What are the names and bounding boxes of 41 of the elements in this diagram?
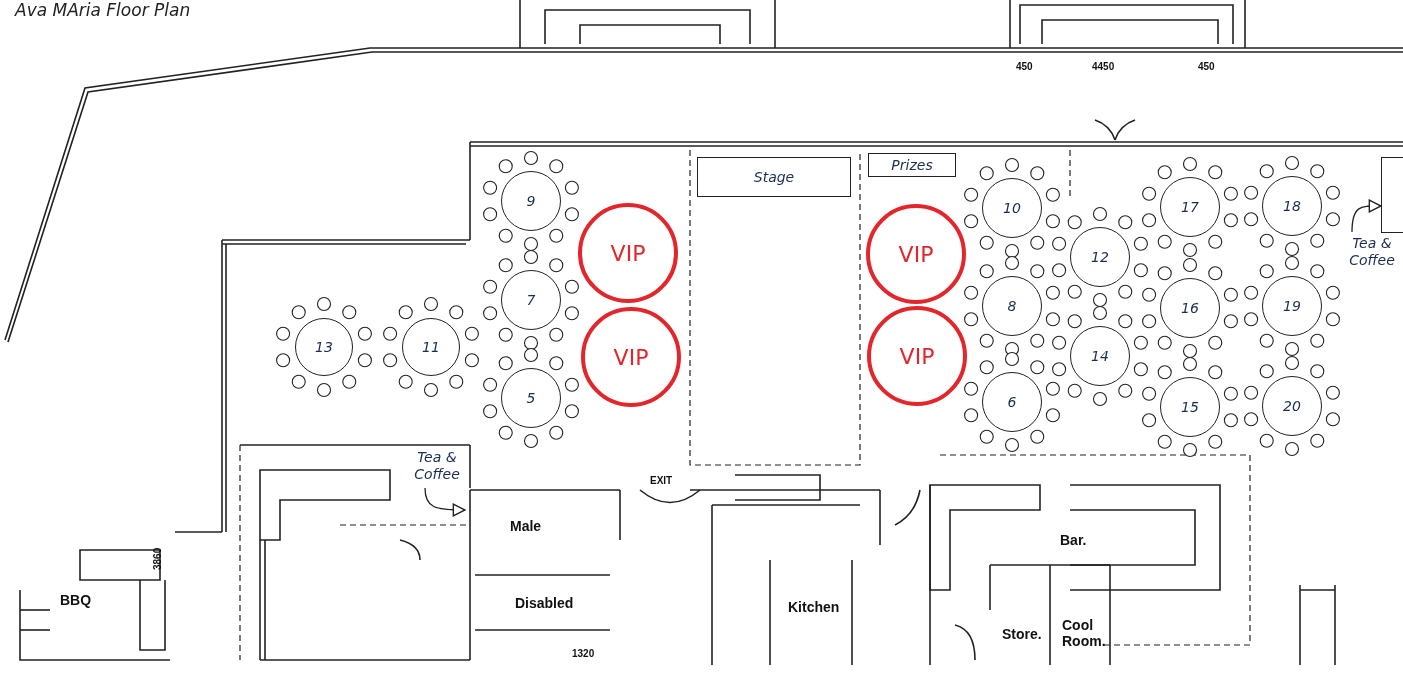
dimension-text: 450 <box>1198 60 1215 74</box>
dimension-text: 4450 <box>1092 60 1115 74</box>
round-table: 7 <box>501 270 561 330</box>
counter-box <box>1381 157 1403 233</box>
room-label: Store. <box>1002 626 1042 642</box>
round-table: 9 <box>501 171 561 231</box>
area-label: Tea & Coffee <box>1339 234 1403 270</box>
round-table: 5 <box>501 368 561 428</box>
round-table: 20 <box>1262 376 1322 436</box>
area-label: Tea & Coffee <box>402 448 472 484</box>
arrow <box>1351 199 1382 233</box>
round-table: 19 <box>1262 276 1322 336</box>
prizes-box: Prizes <box>868 153 956 177</box>
exit-label: EXIT <box>650 474 673 488</box>
round-table: 17 <box>1160 177 1220 237</box>
round-table: 13 <box>295 318 353 376</box>
vip-circle: VIP <box>578 203 678 303</box>
vip-circle: VIP <box>866 204 966 304</box>
round-table: 6 <box>982 372 1042 432</box>
round-table: 10 <box>982 178 1042 238</box>
room-label: Bar. <box>1060 532 1087 548</box>
round-table: 12 <box>1070 227 1130 287</box>
dimension-text: 450 <box>1016 60 1033 74</box>
room-label: Disabled <box>515 595 574 611</box>
room-label: BBQ <box>60 592 92 608</box>
round-table: 18 <box>1262 176 1322 236</box>
round-table: 11 <box>402 318 460 376</box>
round-table: 14 <box>1070 326 1130 386</box>
round-table: 8 <box>982 276 1042 336</box>
round-table: 16 <box>1160 278 1220 338</box>
stage-box: Stage <box>697 157 851 197</box>
dimension-text: 1320 <box>572 647 595 661</box>
room-label: Male <box>510 518 542 534</box>
arrow <box>424 487 466 517</box>
plan-title: Ava MAria Floor Plan <box>15 0 191 20</box>
room-label: Cool Room. <box>1062 617 1106 649</box>
dimension-text: 3860 <box>151 547 164 570</box>
round-table: 15 <box>1160 377 1220 437</box>
room-label: Kitchen <box>788 599 840 615</box>
vip-circle: VIP <box>581 307 681 407</box>
vip-circle: VIP <box>867 306 967 406</box>
